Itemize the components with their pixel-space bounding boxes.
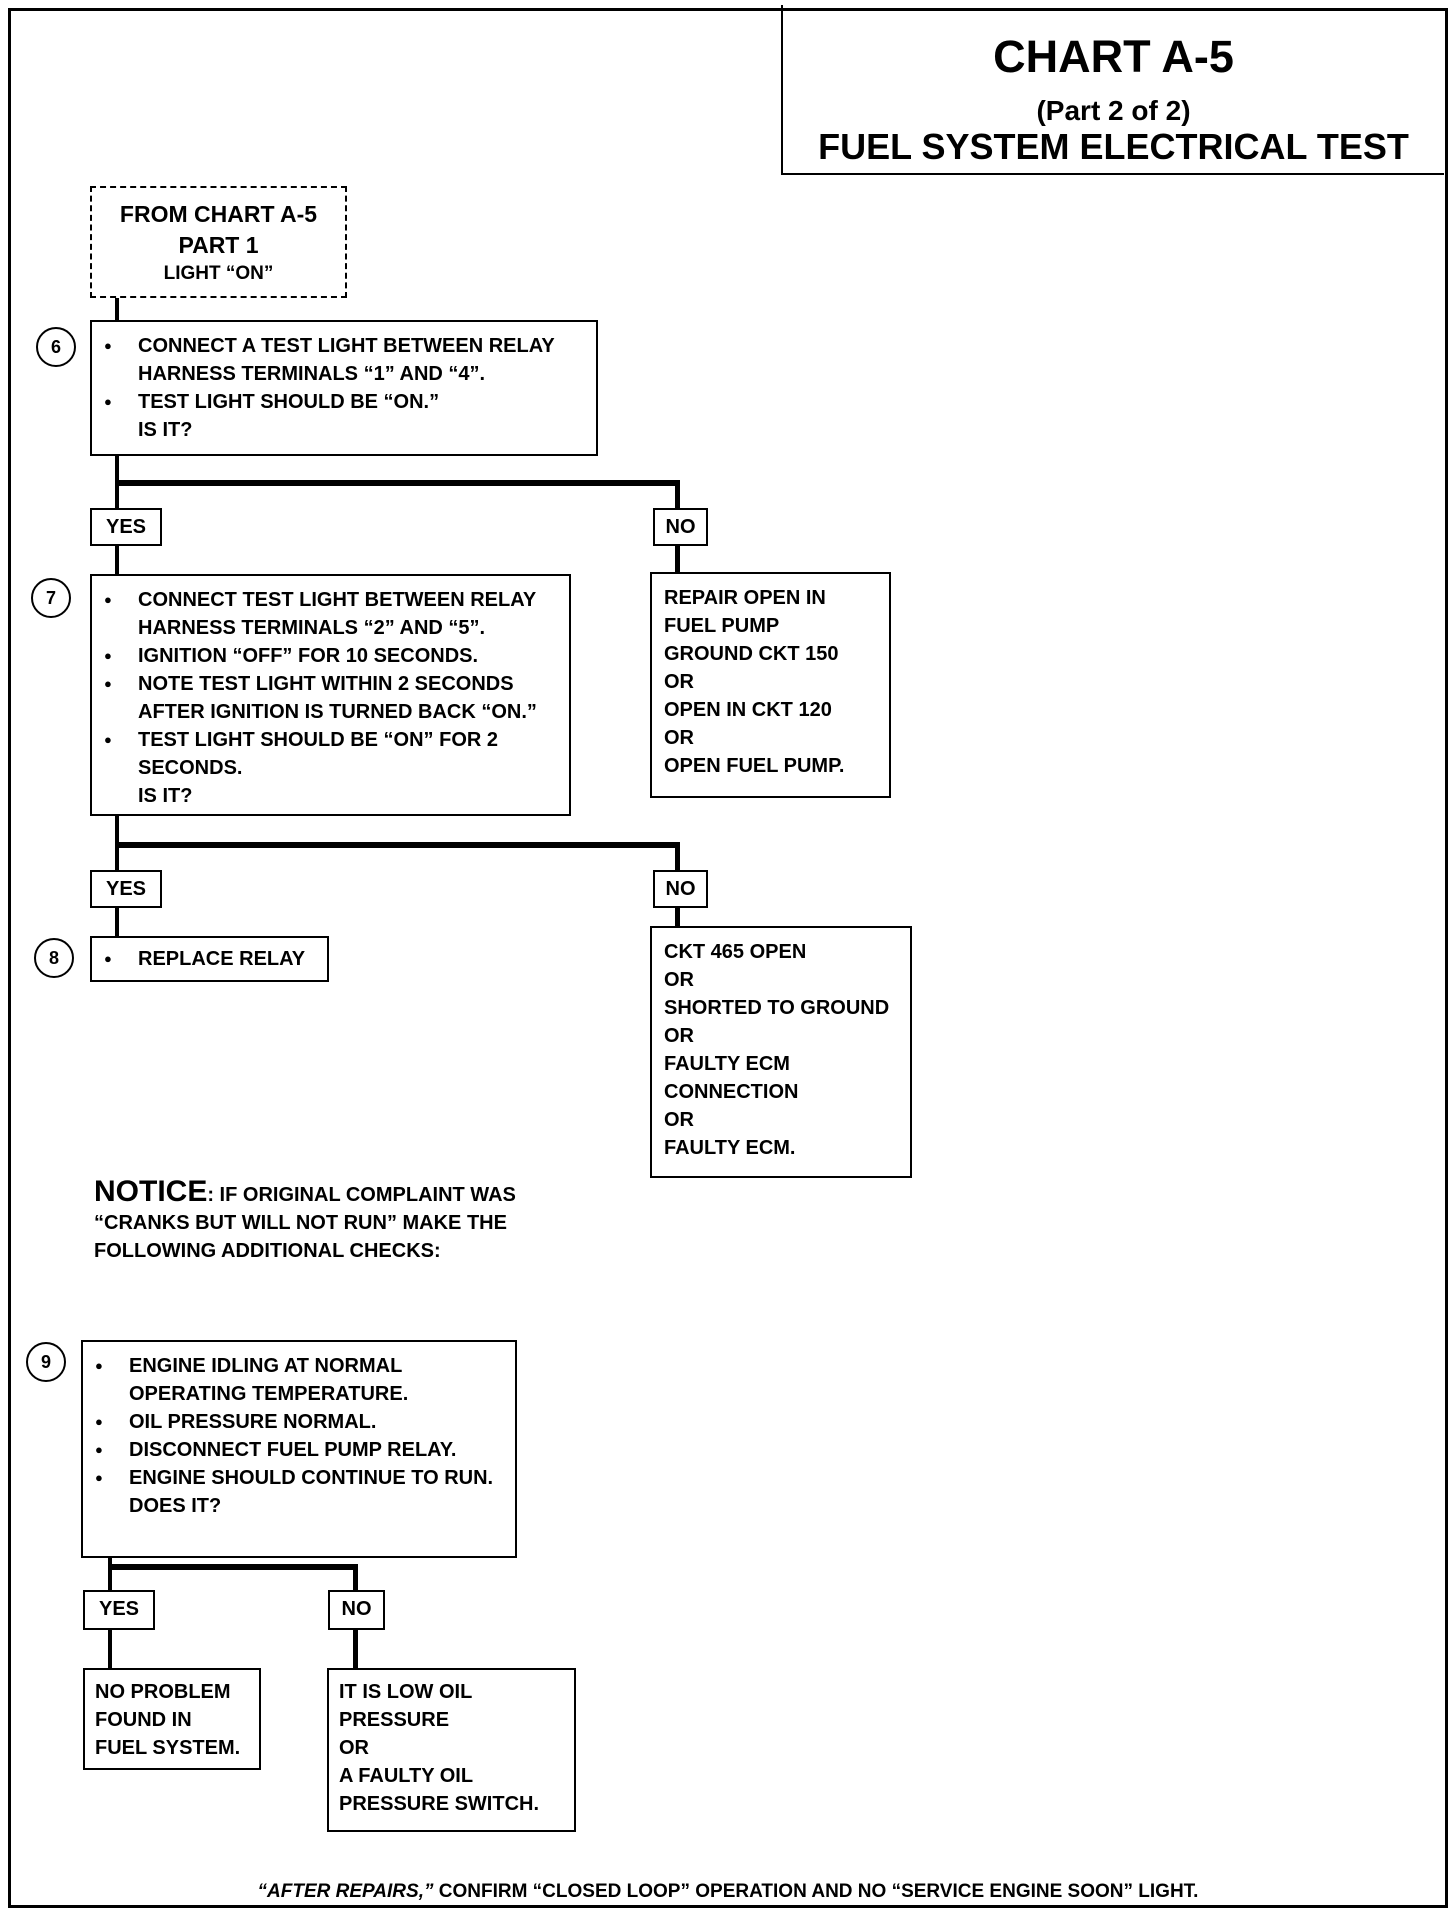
result-line: FUEL SYSTEM.: [95, 1737, 241, 1759]
result-line: OR: [664, 727, 694, 749]
page-frame: [8, 8, 1448, 1908]
connector-line: [115, 296, 119, 320]
result-line: CKT 465 OPEN: [664, 941, 807, 963]
connector-line: [353, 1628, 358, 1668]
from-line-2: PART 1: [178, 232, 259, 258]
no-6-result-box: REPAIR OPEN IN FUEL PUMP GROUND CKT 150 …: [650, 572, 891, 798]
result-line: OR: [664, 671, 694, 693]
result-line: CONNECTION: [664, 1081, 799, 1103]
step-number-8: 8: [34, 938, 74, 978]
no-label-7: NO: [653, 870, 708, 908]
notice: NOTICE: IF ORIGINAL COMPLAINT WAS “CRANK…: [94, 1175, 564, 1265]
step-7-bullet: CONNECT TEST LIGHT BETWEEN RELAY HARNESS…: [92, 586, 559, 642]
title-block: CHART A-5 (Part 2 of 2) FUEL SYSTEM ELEC…: [781, 5, 1444, 175]
result-line: FUEL PUMP: [664, 615, 780, 637]
footer-italic: “AFTER REPAIRS,”: [257, 1881, 434, 1902]
connector-line: [108, 1558, 112, 1590]
step-7-box: CONNECT TEST LIGHT BETWEEN RELAY HARNESS…: [90, 574, 571, 816]
footer-text: CONFIRM “CLOSED LOOP” OPERATION AND NO “…: [433, 1881, 1199, 1902]
chart-title: CHART A-5: [993, 31, 1234, 82]
step-6-question: IS IT?: [138, 419, 193, 441]
result-line: SHORTED TO GROUND: [664, 997, 890, 1019]
footer-note: “AFTER REPAIRS,” CONFIRM “CLOSED LOOP” O…: [0, 1881, 1456, 1903]
result-line: REPAIR OPEN IN: [664, 587, 826, 609]
result-line: FAULTY ECM: [664, 1053, 790, 1075]
from-line-3: LIGHT “ON”: [163, 263, 274, 284]
result-line: OR: [664, 969, 694, 991]
chart-subtitle: FUEL SYSTEM ELECTRICAL TEST: [818, 126, 1409, 167]
step-6-bullet: CONNECT A TEST LIGHT BETWEEN RELAY HARNE…: [92, 332, 586, 388]
notice-heading: NOTICE: [94, 1175, 208, 1208]
step-9-box: ENGINE IDLING AT NORMAL OPERATING TEMPER…: [81, 1340, 517, 1558]
yes-9-result-box: NO PROBLEM FOUND IN FUEL SYSTEM.: [83, 1668, 261, 1770]
step-9-bullet: DISCONNECT FUEL PUMP RELAY.: [83, 1436, 505, 1464]
step-8-box: REPLACE RELAY: [90, 936, 329, 982]
step-9-bullet: ENGINE SHOULD CONTINUE TO RUN.: [83, 1464, 505, 1492]
step-number-7: 7: [31, 578, 71, 618]
connector-line: [675, 906, 680, 926]
no-label-6: NO: [653, 508, 708, 546]
yes-label-6: YES: [90, 508, 162, 546]
connector-line: [108, 1628, 112, 1668]
result-line: FAULTY ECM.: [664, 1137, 796, 1159]
no-7-result-box: CKT 465 OPEN OR SHORTED TO GROUND OR FAU…: [650, 926, 912, 1178]
step-7-bullet: IGNITION “OFF” FOR 10 SECONDS.: [92, 642, 559, 670]
result-line: FOUND IN: [95, 1709, 192, 1731]
step-7-bullet: NOTE TEST LIGHT WITHIN 2 SECONDS AFTER I…: [92, 670, 559, 726]
connector-line: [675, 480, 680, 508]
yes-label-7: YES: [90, 870, 162, 908]
connector-line: [115, 480, 680, 486]
step-6-bullet: TEST LIGHT SHOULD BE “ON.”: [92, 388, 586, 416]
step-7-bullet: TEST LIGHT SHOULD BE “ON” FOR 2 SECONDS.: [92, 726, 559, 782]
step-9-bullet: ENGINE IDLING AT NORMAL OPERATING TEMPER…: [83, 1352, 505, 1408]
connector-line: [108, 1564, 358, 1570]
chart-part: (Part 2 of 2): [1036, 95, 1191, 126]
step-number-6: 6: [36, 327, 76, 367]
result-line: GROUND CKT 150: [664, 643, 839, 665]
connector-line: [115, 842, 680, 848]
step-8-bullet: REPLACE RELAY: [92, 945, 327, 973]
result-line: PRESSURE SWITCH.: [339, 1793, 540, 1815]
connector-line: [115, 544, 119, 574]
step-6-box: CONNECT A TEST LIGHT BETWEEN RELAY HARNE…: [90, 320, 598, 456]
no-9-result-box: IT IS LOW OIL PRESSURE OR A FAULTY OIL P…: [327, 1668, 576, 1832]
connector-line: [675, 544, 680, 572]
result-line: OR: [664, 1109, 694, 1131]
connector-line: [675, 842, 680, 870]
yes-label-9: YES: [83, 1590, 155, 1630]
step-9-bullet: OIL PRESSURE NORMAL.: [83, 1408, 505, 1436]
connector-line: [115, 906, 119, 936]
result-line: PRESSURE: [339, 1709, 450, 1731]
notice-text: : IF ORIGINAL COMPLAINT WAS “CRANKS BUT …: [94, 1184, 516, 1262]
from-line-1: FROM CHART A-5: [119, 201, 318, 227]
no-label-9: NO: [328, 1590, 385, 1630]
connector-line: [353, 1564, 358, 1590]
from-chart-box: FROM CHART A-5 PART 1 LIGHT “ON”: [90, 186, 347, 298]
result-line: IT IS LOW OIL: [339, 1681, 473, 1703]
result-line: NO PROBLEM: [95, 1681, 231, 1703]
result-line: OPEN IN CKT 120: [664, 699, 832, 721]
result-line: A FAULTY OIL: [339, 1765, 474, 1787]
result-line: OR: [664, 1025, 694, 1047]
result-line: OR: [339, 1737, 369, 1759]
step-number-9: 9: [26, 1342, 66, 1382]
step-9-question: DOES IT?: [129, 1495, 222, 1517]
result-line: OPEN FUEL PUMP.: [664, 755, 845, 777]
step-7-question: IS IT?: [138, 785, 193, 807]
